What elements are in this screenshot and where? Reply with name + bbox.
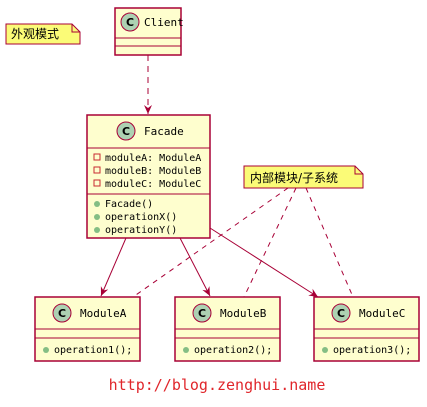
private-field-icon — [93, 153, 101, 161]
private-field-icon — [93, 179, 101, 187]
class-client-stereotype-icon: C — [120, 12, 140, 32]
footer-url: http://blog.zenghui.name — [109, 376, 326, 394]
class-client-stereotype: C — [126, 16, 134, 29]
facade-method: operationX() — [105, 212, 177, 223]
public-method-icon — [43, 347, 49, 353]
edge-facade-to-modulea — [100, 237, 127, 297]
class-facade: C Facade moduleA: ModuleA moduleB: Modul… — [86, 114, 211, 239]
note-link-moduleb — [243, 187, 297, 298]
modulec-method: operation3(); — [333, 345, 411, 356]
class-modulea-stereotype: C — [58, 307, 66, 320]
class-modulea-stereotype-icon: C — [52, 303, 72, 323]
note-link-modulea — [132, 187, 289, 298]
note-link-modulec — [305, 187, 354, 298]
class-moduleb-stereotype: C — [198, 307, 206, 320]
class-modulea: C ModuleA operation1(); — [34, 296, 141, 362]
class-facade-stereotype: C — [122, 125, 130, 138]
private-field-icon — [93, 166, 101, 174]
edge-facade-to-modulec — [209, 227, 319, 298]
modulea-method: operation1(); — [54, 345, 132, 356]
class-client-name: Client — [144, 16, 184, 29]
note-facade-pattern: 外观模式 — [5, 23, 81, 45]
facade-method: Facade() — [105, 199, 153, 210]
class-client: C Client — [114, 7, 184, 56]
class-modulec-stereotype: C — [337, 307, 345, 320]
class-facade-stereotype-icon: C — [116, 121, 136, 141]
public-method-icon — [94, 201, 100, 207]
class-modulec-name: ModuleC — [359, 307, 405, 320]
class-moduleb-name: ModuleB — [220, 307, 267, 320]
class-modulec: C ModuleC operation3(); — [313, 296, 420, 362]
class-modulec-stereotype-icon: C — [331, 303, 351, 323]
note-facade-pattern-text: 外观模式 — [11, 27, 59, 41]
class-facade-name: Facade — [144, 125, 184, 138]
class-moduleb: C ModuleB operation2(); — [174, 296, 281, 362]
facade-field: moduleC: ModuleC — [105, 179, 201, 190]
edge-facade-to-moduleb — [179, 237, 211, 297]
note-internal-modules: 内部模块/子系统 — [243, 165, 364, 189]
public-method-icon — [322, 347, 328, 353]
note-internal-modules-text: 内部模块/子系统 — [250, 170, 338, 185]
class-moduleb-stereotype-icon: C — [192, 303, 212, 323]
public-method-icon — [94, 214, 100, 220]
facade-field: moduleB: ModuleB — [105, 166, 201, 177]
facade-field: moduleA: ModuleA — [105, 153, 201, 164]
class-modulea-name: ModuleA — [80, 307, 127, 320]
public-method-icon — [183, 347, 189, 353]
public-method-icon — [94, 227, 100, 233]
facade-method: operationY() — [105, 225, 177, 236]
moduleb-method: operation2(); — [194, 345, 272, 356]
